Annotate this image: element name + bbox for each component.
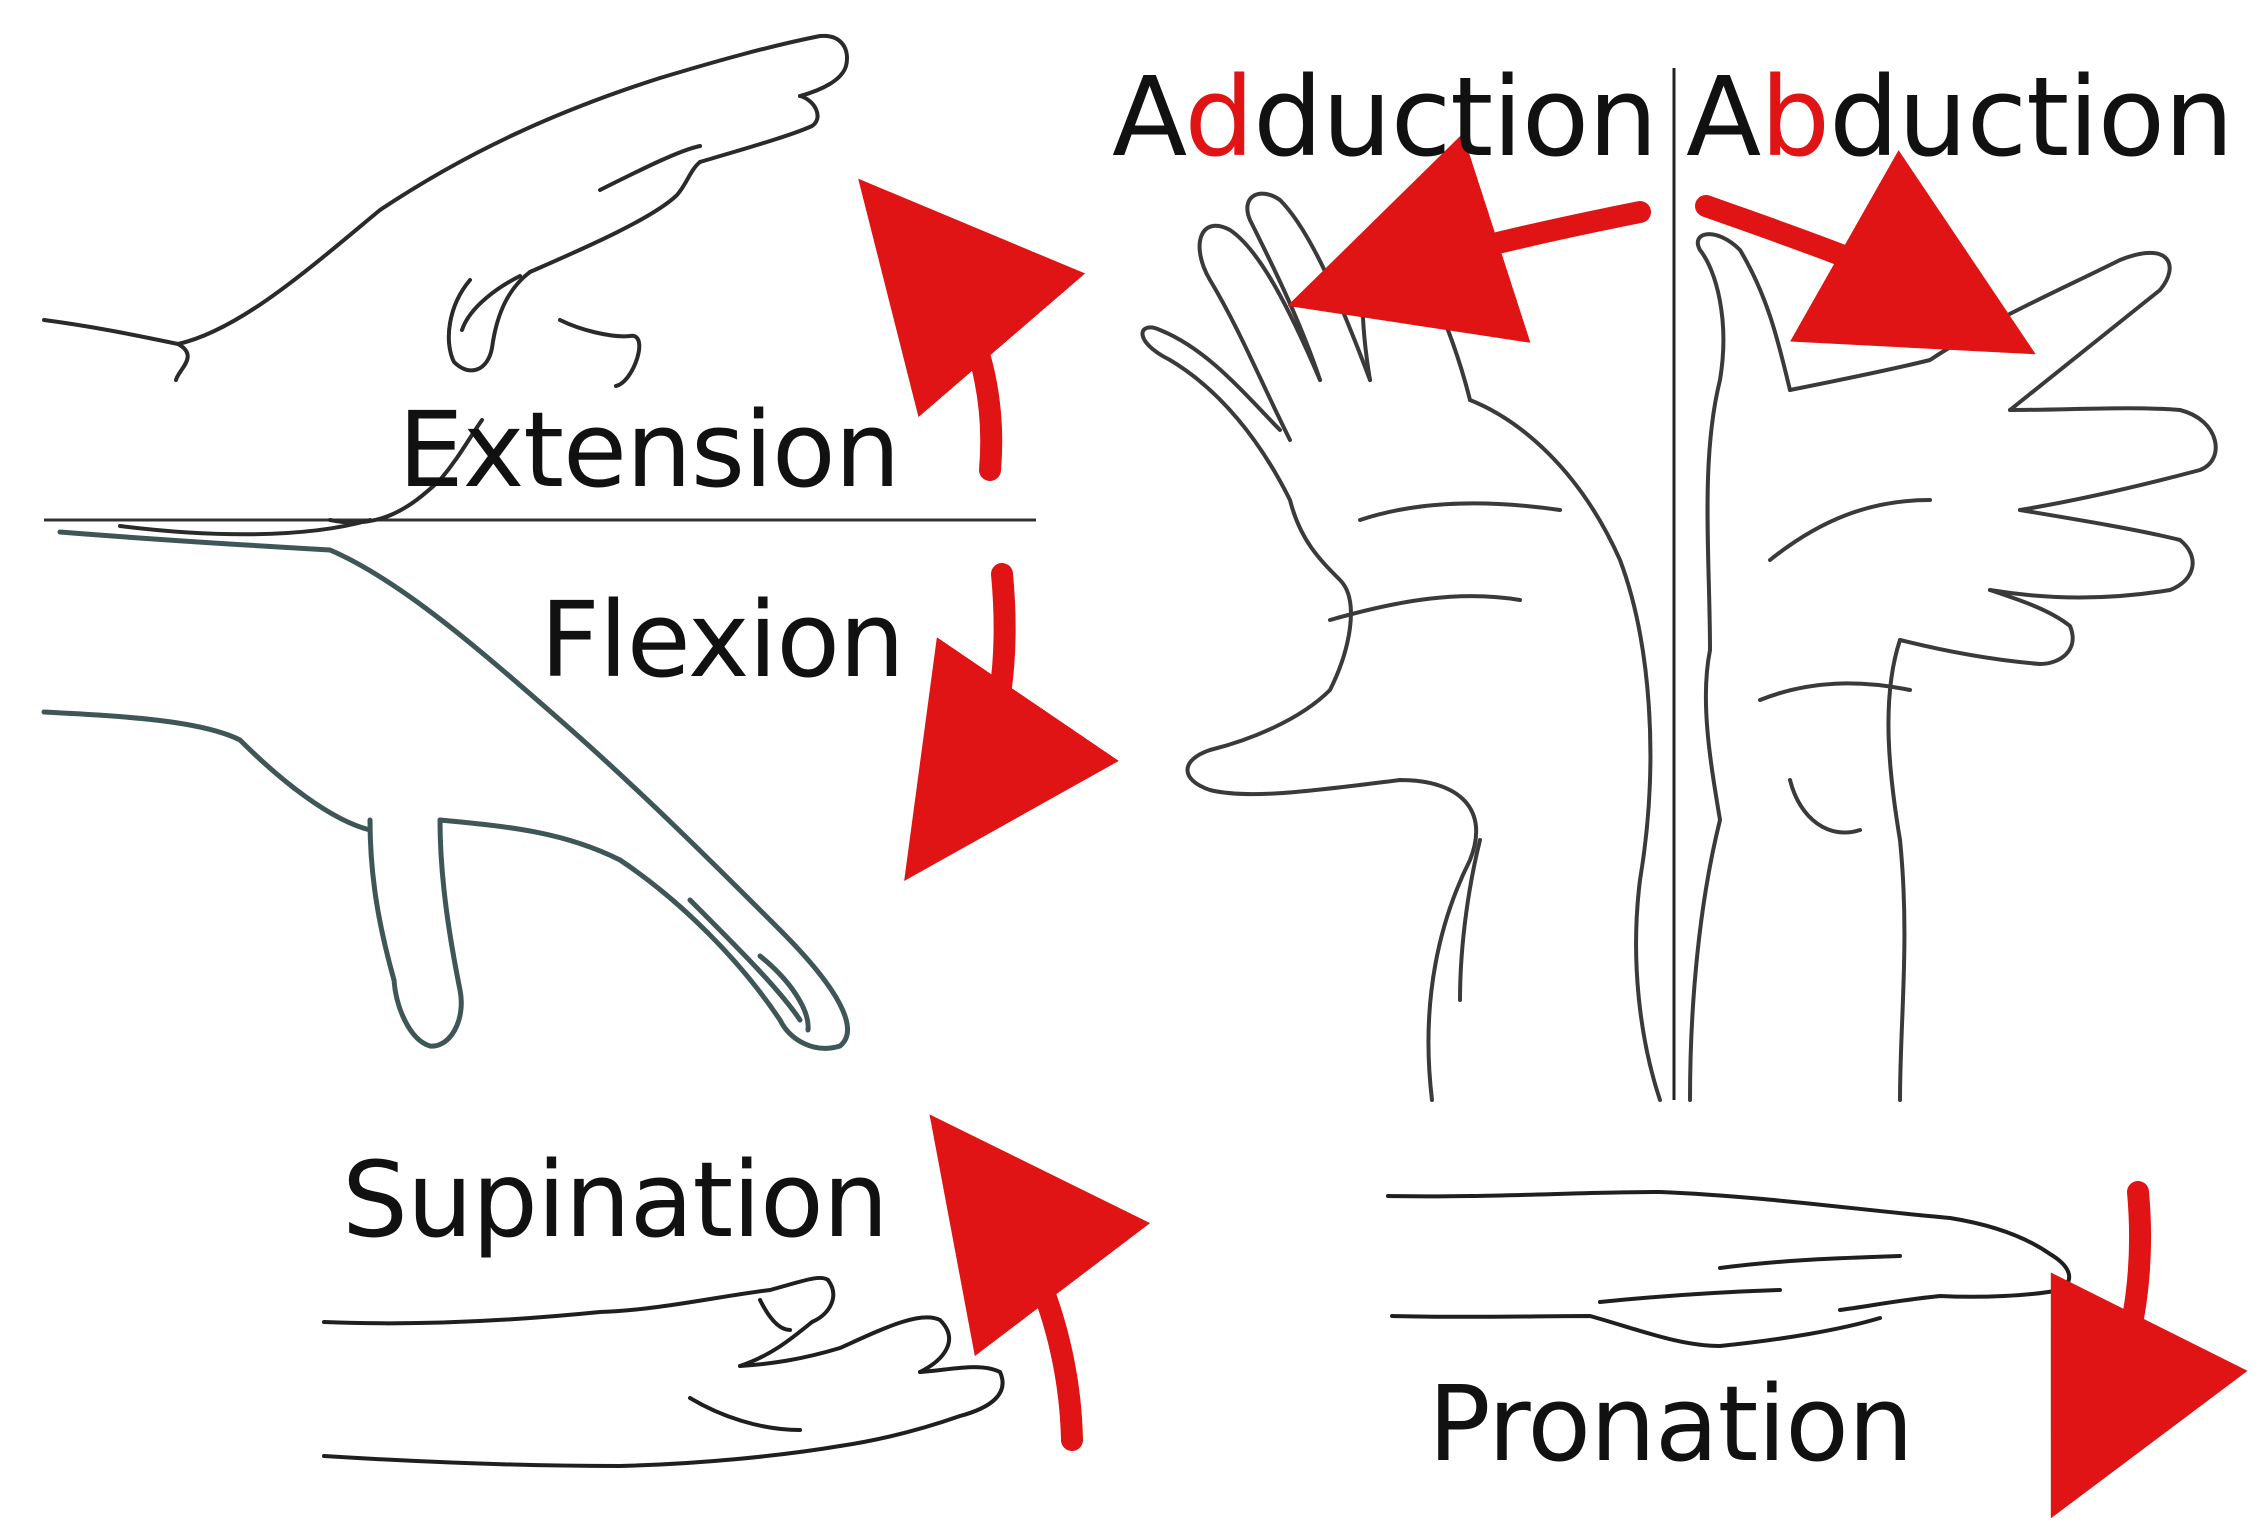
extension-hand-sketch — [42, 33, 849, 537]
abduction-arrow-icon — [1695, 150, 2036, 355]
abduction-label: Abduction — [1686, 62, 2234, 172]
extension-label: Extension — [398, 389, 901, 511]
adduction-hand-sketch — [1140, 191, 1662, 1102]
flexion-hand-sketch — [41, 529, 850, 1051]
supination-arrow-icon — [929, 1114, 1151, 1451]
abduction-hand-sketch — [1688, 232, 2218, 1102]
pronation-label: Pronation — [1428, 1363, 1914, 1485]
flexion-arrow-icon — [904, 563, 1119, 881]
supination-label: Supination — [342, 1139, 889, 1261]
pronation-hand-sketch — [1386, 1190, 2072, 1348]
abduction-rest: duction — [1829, 53, 2234, 181]
adduction-highlight-letter: d — [1184, 53, 1254, 181]
abduction-highlight-letter: b — [1760, 53, 1830, 181]
arrows — [858, 133, 2248, 1519]
adduction-arrow-icon — [1287, 133, 1651, 343]
abduction-first-letter: A — [1686, 53, 1761, 181]
adduction-label: Adduction — [1112, 62, 1658, 172]
pronation-arrow-icon — [2050, 1181, 2248, 1519]
flexion-label: Flexion — [540, 579, 905, 701]
supination-hand-sketch — [322, 1275, 1005, 1468]
extension-arrow-icon — [858, 178, 1086, 481]
adduction-rest: duction — [1253, 53, 1658, 181]
adduction-first-letter: A — [1112, 53, 1185, 181]
